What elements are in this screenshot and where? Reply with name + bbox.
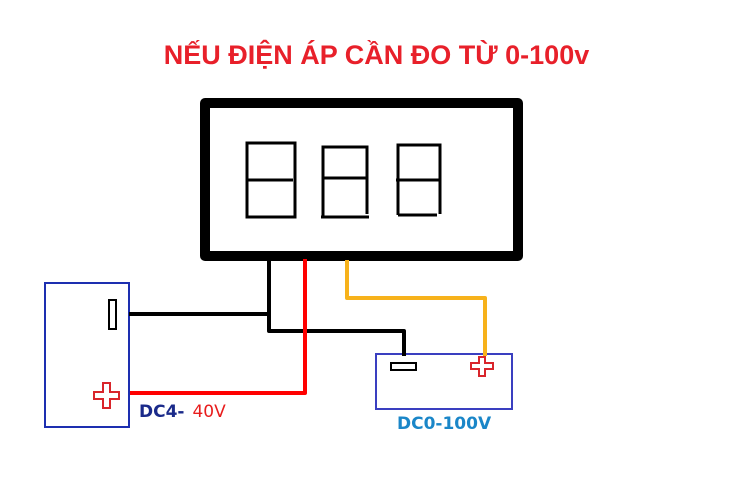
minus-terminal-icon [390,362,417,371]
seven-segment-digit-1 [245,141,297,219]
minus-terminal-icon [108,299,117,330]
power-source-label: DC4- 40V [139,402,226,422]
diagram-title: NẾU ĐIỆN ÁP CẦN ĐO TỪ 0-100v [163,40,590,70]
power-source-label-prefix: DC4- [139,402,185,422]
plus-terminal-icon [470,356,494,377]
power-wire [130,259,307,395]
seven-segment-digit-2 [321,145,369,219]
voltmeter [200,98,523,261]
seven-segment-digit-3 [396,143,442,217]
power-source-label-value: 40V [192,402,226,422]
measured-source-label: DC0-100V [397,414,492,434]
measured-source [375,353,513,410]
measure-wire [345,260,487,356]
power-source [44,282,130,428]
ground-wire-meter [267,258,406,356]
plus-terminal-icon [93,382,120,409]
